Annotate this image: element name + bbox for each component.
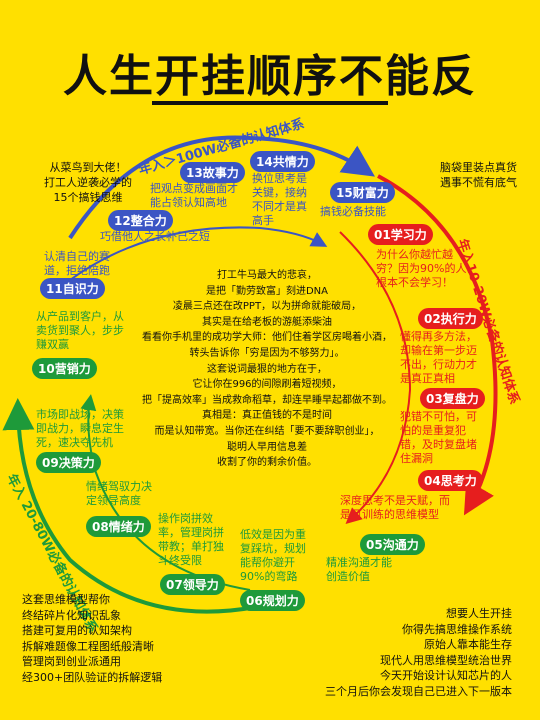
node-02-desc: 懂得再多方法，却输在第一步迈不出，行动力才是真正真相 — [400, 330, 477, 385]
node-03-badge: 03复盘力 — [420, 388, 485, 409]
node-01-badge: 01学习力 — [368, 224, 433, 245]
node-11-desc: 认清自己的赛道，拒绝陪跑 — [44, 250, 110, 277]
red-inner-arc — [339, 231, 412, 525]
node-10-desc: 从产品到客户，从卖货到聚人，步步赚双赢 — [36, 310, 124, 351]
node-15-badge: 15财富力 — [330, 182, 395, 203]
node-10-badge: 10营销力 — [32, 358, 97, 379]
title-underline — [152, 101, 388, 105]
green-outer-arc — [2, 398, 301, 614]
bottom-left-note: 这套思维模型帮你 终结碎片化知识乱象 搭建可复用的认知架构 拆解难题像工程图纸般… — [22, 593, 163, 684]
node-06-badge: 06规划力 — [240, 590, 305, 611]
page-title: 人生开挂顺序不能反 — [63, 51, 477, 102]
node-13-badge: 13故事力 — [180, 162, 245, 183]
top-left-note: 从菜鸟到大佬！ 打工人逆袭必学的 15个搞钱思维 — [44, 161, 132, 204]
center-text: 打工牛马最大的悲哀， 是把「勤劳致富」刻进DNA 凌晨三点还在改PPT，以为拼命… — [142, 270, 392, 469]
node-14-desc: 换位思考是关键，接纳不同才是真高手 — [252, 172, 307, 227]
node-01-desc: 为什么你越忙越穷？因为90%的人根本不会学习！ — [376, 248, 467, 289]
node-05-badge: 05沟通力 — [360, 534, 425, 555]
node-15-desc: 搞钱必备技能 — [320, 205, 386, 218]
top-right-note: 脑袋里装点真货 遇事不慌有底气 — [440, 161, 517, 189]
node-08-badge: 08情绪力 — [86, 516, 151, 537]
node-12-badge: 12整合力 — [108, 210, 173, 231]
node-09-badge: 09决策力 — [36, 452, 101, 473]
node-12-desc: 巧借他人之长补己之短 — [100, 230, 210, 243]
node-03-desc: 犯错不可怕，可怕的是重复犯错，及时复盘堵住漏洞 — [400, 410, 477, 465]
node-11-badge: 11自识力 — [40, 278, 105, 299]
blue-outer-arc — [68, 135, 375, 240]
node-08-desc: 情绪驾驭力决定领导高度 — [86, 480, 152, 507]
node-07-desc: 操作岗拼效率，管理岗拼带教；单打独斗终受限 — [158, 512, 224, 567]
node-14-badge: 14共情力 — [250, 151, 315, 172]
node-04-desc: 深度思考不是天赋，而是可训练的思维模型 — [340, 494, 450, 521]
node-05-desc: 精准沟通才能创造价值 — [326, 556, 392, 583]
red-outer-arc — [377, 174, 498, 516]
bottom-right-note: 想要人生开挂 你得先搞思维操作系统 原始人靠本能生存 现代人用思维模型统治世界 … — [325, 607, 512, 698]
node-13-desc: 把观点变成画面才能占领认知高地 — [150, 182, 238, 209]
node-07-badge: 07领导力 — [160, 574, 225, 595]
node-02-badge: 02执行力 — [418, 308, 483, 329]
blue-inner-arc — [69, 226, 328, 281]
node-09-desc: 市场即战场，决策即战力，瞬息定生死，速决夺先机 — [36, 408, 124, 449]
node-04-badge: 04思考力 — [418, 470, 483, 491]
